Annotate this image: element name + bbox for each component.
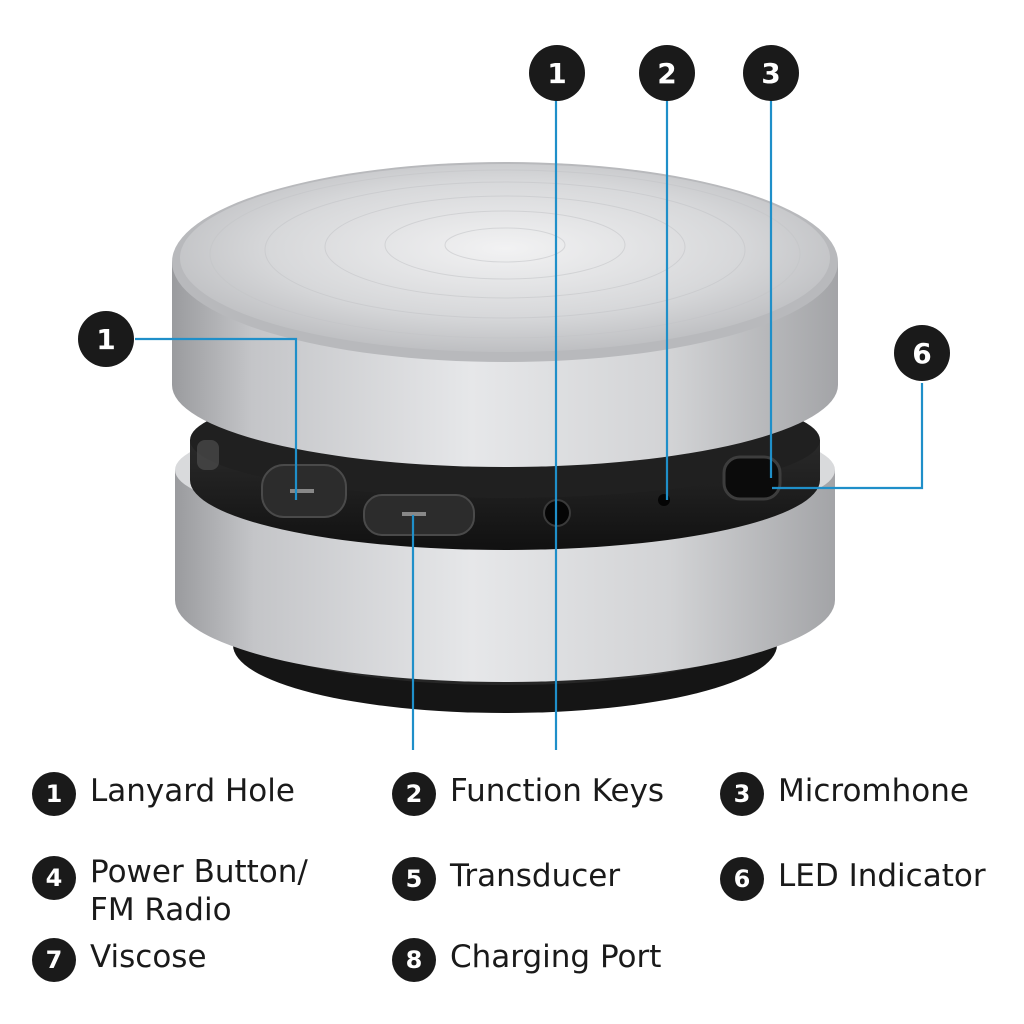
legend-label: Micromhone — [778, 773, 969, 809]
legend-item-lanyard-hole: 1 Lanyard Hole — [32, 772, 295, 816]
legend-badge: 6 — [720, 857, 764, 901]
svg-text:3: 3 — [761, 57, 780, 90]
callout-1-left: 1 — [78, 311, 134, 367]
callout-2-top: 2 — [639, 45, 695, 101]
legend-label: Power Button/ FM Radio — [90, 854, 308, 928]
legend-label: Function Keys — [450, 773, 665, 809]
legend-badge: 8 — [392, 938, 436, 982]
callout-3-top: 3 — [743, 45, 799, 101]
legend-label: LED Indicator — [778, 858, 986, 894]
legend-badge: 4 — [32, 856, 76, 900]
legend-item-microphone: 3 Micromhone — [720, 772, 969, 816]
legend-badge: 5 — [392, 857, 436, 901]
leader-lines — [135, 100, 924, 750]
legend-item-transducer: 5 Transducer — [392, 857, 620, 901]
callout-6-right: 6 — [894, 325, 950, 381]
svg-text:1: 1 — [547, 57, 566, 90]
minus-button — [261, 464, 347, 518]
legend-item-viscose: 7 Viscose — [32, 938, 207, 982]
legend-label: Charging Port — [450, 939, 662, 975]
legend-badge: 7 — [32, 938, 76, 982]
usb-c-port — [722, 455, 782, 501]
upper-housing — [172, 162, 838, 467]
svg-text:2: 2 — [657, 57, 676, 90]
legend-item-power-button: 4 Power Button/ FM Radio — [32, 853, 308, 929]
plus-button — [363, 494, 475, 536]
legend-item-led-indicator: 6 LED Indicator — [720, 857, 986, 901]
legend-label: Transducer — [450, 858, 621, 894]
svg-text:1: 1 — [96, 323, 115, 356]
legend-item-function-keys: 2 Function Keys — [392, 772, 664, 816]
callout-1-top: 1 — [529, 45, 585, 101]
speaker-diagram: 1 2 3 1 6 — [78, 45, 950, 750]
svg-text:6: 6 — [912, 337, 931, 370]
legend-label: Viscose — [90, 939, 207, 975]
legend-label: Lanyard Hole — [90, 773, 295, 809]
legend-item-charging-port: 8 Charging Port — [392, 938, 661, 982]
microphone-hole — [658, 494, 670, 506]
legend-badge: 3 — [720, 772, 764, 816]
legend-badge: 2 — [392, 772, 436, 816]
legend-badge: 1 — [32, 772, 76, 816]
